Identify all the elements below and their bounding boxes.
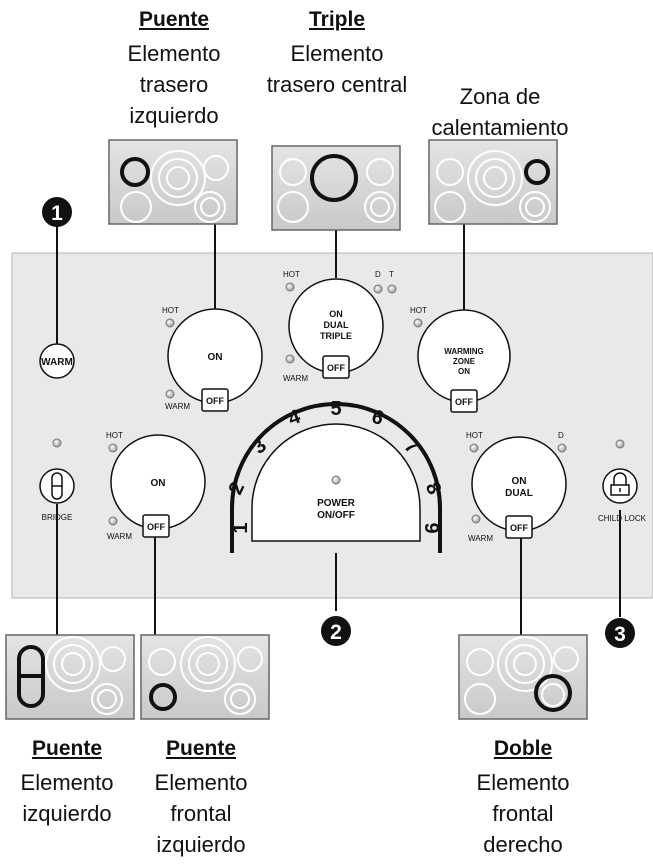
rear-center-d-label: D [375,270,381,279]
warming-zone-line-2: ZONE [453,357,476,366]
callout-2: 2 [321,616,351,646]
rear-left-off-button[interactable] [201,388,229,412]
caption-bridge-title: Puente [31,737,102,760]
rear-center-hot-light [285,282,295,292]
cooktop-thumb-warming-zone [428,139,558,225]
rear-center-line-2: DUAL [324,320,349,330]
rear-center-hot-label: HOT [283,270,300,279]
caption-front-right-title: Doble [493,737,553,760]
warming-zone-hot-label: HOT [410,306,427,315]
cooktop-thumb-rear-left [108,139,238,225]
front-right-hot-label: HOT [466,431,483,440]
power-level-5: 5 [330,398,341,420]
front-left-on-label: ON [151,478,166,489]
front-left-hot-light [108,443,118,453]
caption-bridge: Puente Elemento izquierdo [4,737,130,829]
cooktop-thumb-rear-center [271,145,401,231]
front-left-hot-label: HOT [106,431,123,440]
callout-1: 1 [42,197,72,227]
rear-center-warm-light [285,354,295,364]
front-right-hot-light [469,443,479,453]
warm-button[interactable] [39,343,75,379]
child-lock-indicator-light [615,439,625,449]
front-right-d-light [557,443,567,453]
rear-center-line-3: TRIPLE [320,331,352,341]
callout-3: 3 [605,618,635,648]
caption-warming-zone-desc: Zona de calentamiento [431,84,569,140]
child-lock-button[interactable] [602,468,638,504]
rear-left-hot-label: HOT [162,306,179,315]
warm-button-label: WARM [41,357,73,368]
callout-1-label: 1 [51,202,63,225]
front-left-warm-light [108,516,118,526]
power-indicator-light [331,475,341,485]
child-lock-label: CHILD LOCK [598,514,647,523]
bridge-label: BRIDGE [42,513,73,522]
front-right-line-2: DUAL [505,488,533,499]
caption-front-left: Puente Elemento frontal izquierdo [138,737,264,860]
caption-rear-left: Puente Elemento trasero izquierdo [104,8,244,131]
callout-3-label: 3 [614,623,626,646]
front-right-warm-light [471,514,481,524]
power-level-9: 9 [420,522,442,533]
front-right-warm-label: WARM [468,534,493,543]
front-left-off-label: OFF [147,522,165,532]
caption-rear-center-title: Triple [308,8,366,31]
front-right-off-button[interactable] [505,515,533,539]
power-line-2: ON/OFF [317,510,355,521]
warming-zone-hot-light [413,318,423,328]
rear-left-off-label: OFF [206,396,224,406]
warming-zone-line-1: WARMING [444,347,484,356]
warming-zone-line-3: ON [458,367,470,376]
cooktop-thumb-front-right [458,634,588,720]
front-left-off-button[interactable] [142,514,170,538]
rear-center-off-button[interactable] [322,355,350,379]
warming-zone-off-label: OFF [455,397,473,407]
callout-2-label: 2 [330,621,342,644]
rear-center-d-light [373,284,383,294]
warming-zone-on-button[interactable] [417,309,511,403]
front-right-line-1: ON [512,476,527,487]
caption-rear-center-desc: Elemento trasero central [266,41,408,97]
power-line-1: POWER [317,498,356,509]
cooktop-thumb-bridge [5,634,135,720]
caption-bridge-desc: Elemento izquierdo [20,770,114,826]
rear-left-hot-light [165,318,175,328]
rear-center-line-1: ON [329,309,343,319]
caption-rear-left-desc: Elemento trasero izquierdo [127,41,221,128]
power-level-1: 1 [230,522,252,533]
front-right-d-label: D [558,431,564,440]
rear-left-warm-label: WARM [165,402,190,411]
front-left-warm-label: WARM [107,532,132,541]
caption-front-right-desc: Elemento frontal derecho [476,770,570,857]
power-dial-outer-ring [230,402,442,553]
rear-center-t-label: T [389,270,394,279]
warming-zone-off-button[interactable] [450,389,478,413]
bridge-button[interactable] [39,468,75,504]
caption-warming-zone: Zona de calentamiento [416,81,584,143]
rear-left-warm-light [165,389,175,399]
front-right-off-label: OFF [510,523,528,533]
caption-rear-left-title: Puente [138,8,209,31]
rear-center-warm-label: WARM [283,374,308,383]
cooktop-thumb-front-left [140,634,270,720]
caption-rear-center: Triple Elemento trasero central [262,8,412,100]
caption-front-left-title: Puente [165,737,236,760]
bridge-indicator-light [52,438,62,448]
rear-left-on-label: ON [208,352,223,363]
caption-front-right: Doble Elemento frontal derecho [458,737,588,860]
rear-center-off-label: OFF [327,363,345,373]
caption-front-left-desc: Elemento frontal izquierdo [154,770,248,857]
rear-center-t-light [387,284,397,294]
